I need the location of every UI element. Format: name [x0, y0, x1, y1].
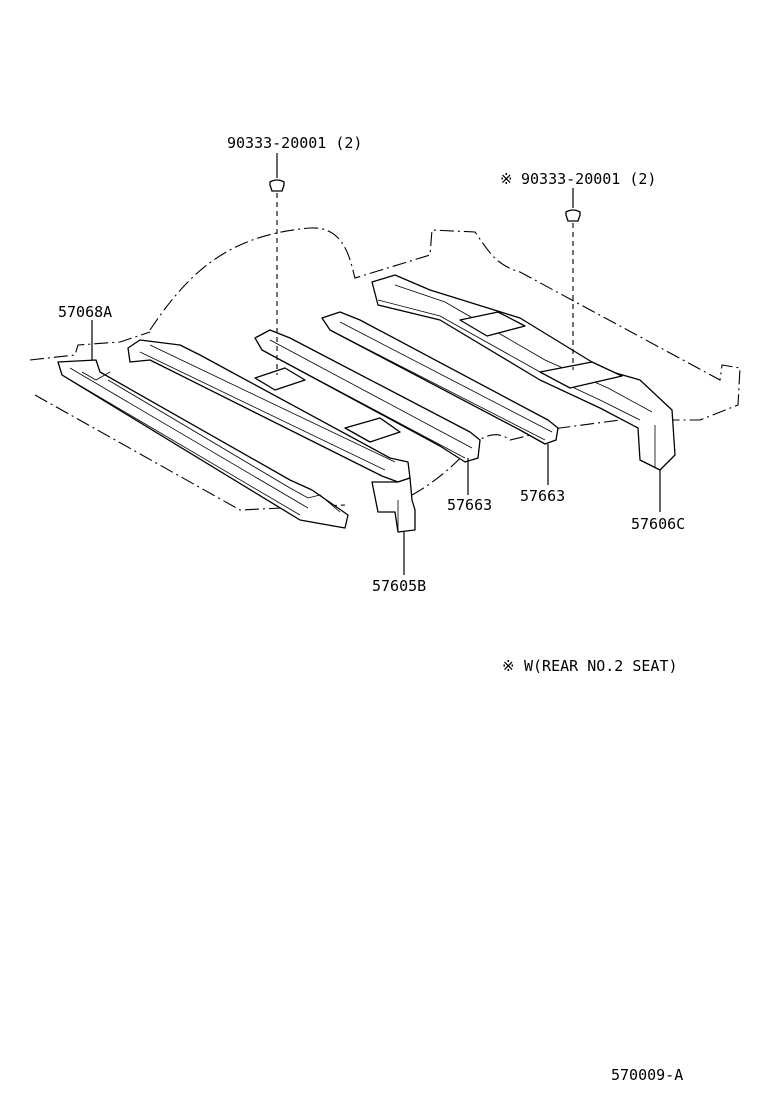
callout-57605B: 57605B [372, 577, 426, 595]
member-57663-left [254, 329, 481, 463]
bolt-right-icon [565, 209, 581, 222]
leader-lines [91, 153, 661, 575]
bolt-left-icon [269, 179, 285, 192]
callout-bolt-right: 90333-20001 (2) [521, 170, 656, 188]
callout-57068A: 57068A [58, 303, 112, 321]
member-57663-right [321, 311, 559, 445]
callout-bolt-right-marker: ※ [500, 170, 513, 188]
member-57606C [371, 274, 676, 471]
note-marker: ※ [502, 657, 515, 675]
callout-57663-left: 57663 [447, 496, 492, 514]
cross-member-57068A [57, 359, 349, 529]
figure-id: 570009-A [611, 1066, 683, 1084]
note-text: W(REAR NO.2 SEAT) [524, 657, 678, 675]
callout-57606C: 57606C [631, 515, 685, 533]
member-57605B [127, 339, 416, 533]
callout-57663-right: 57663 [520, 487, 565, 505]
callout-bolt-left: 90333-20001 (2) [227, 134, 362, 152]
